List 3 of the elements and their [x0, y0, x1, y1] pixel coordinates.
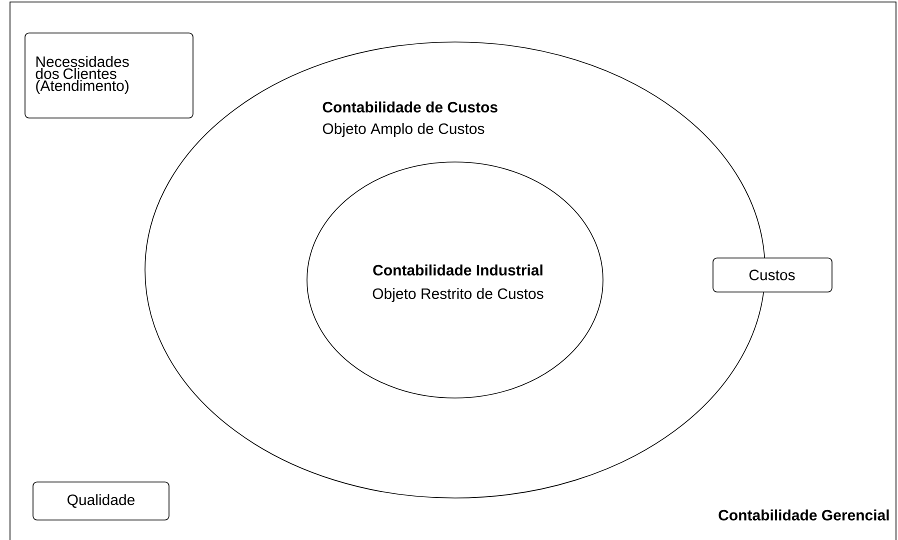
- rounded-box: Qualidade: [32, 482, 170, 520]
- rounded-box: Necessidades dos Clientes (Atendimento): [24, 32, 194, 118]
- rounded-box: Custos: [712, 258, 832, 292]
